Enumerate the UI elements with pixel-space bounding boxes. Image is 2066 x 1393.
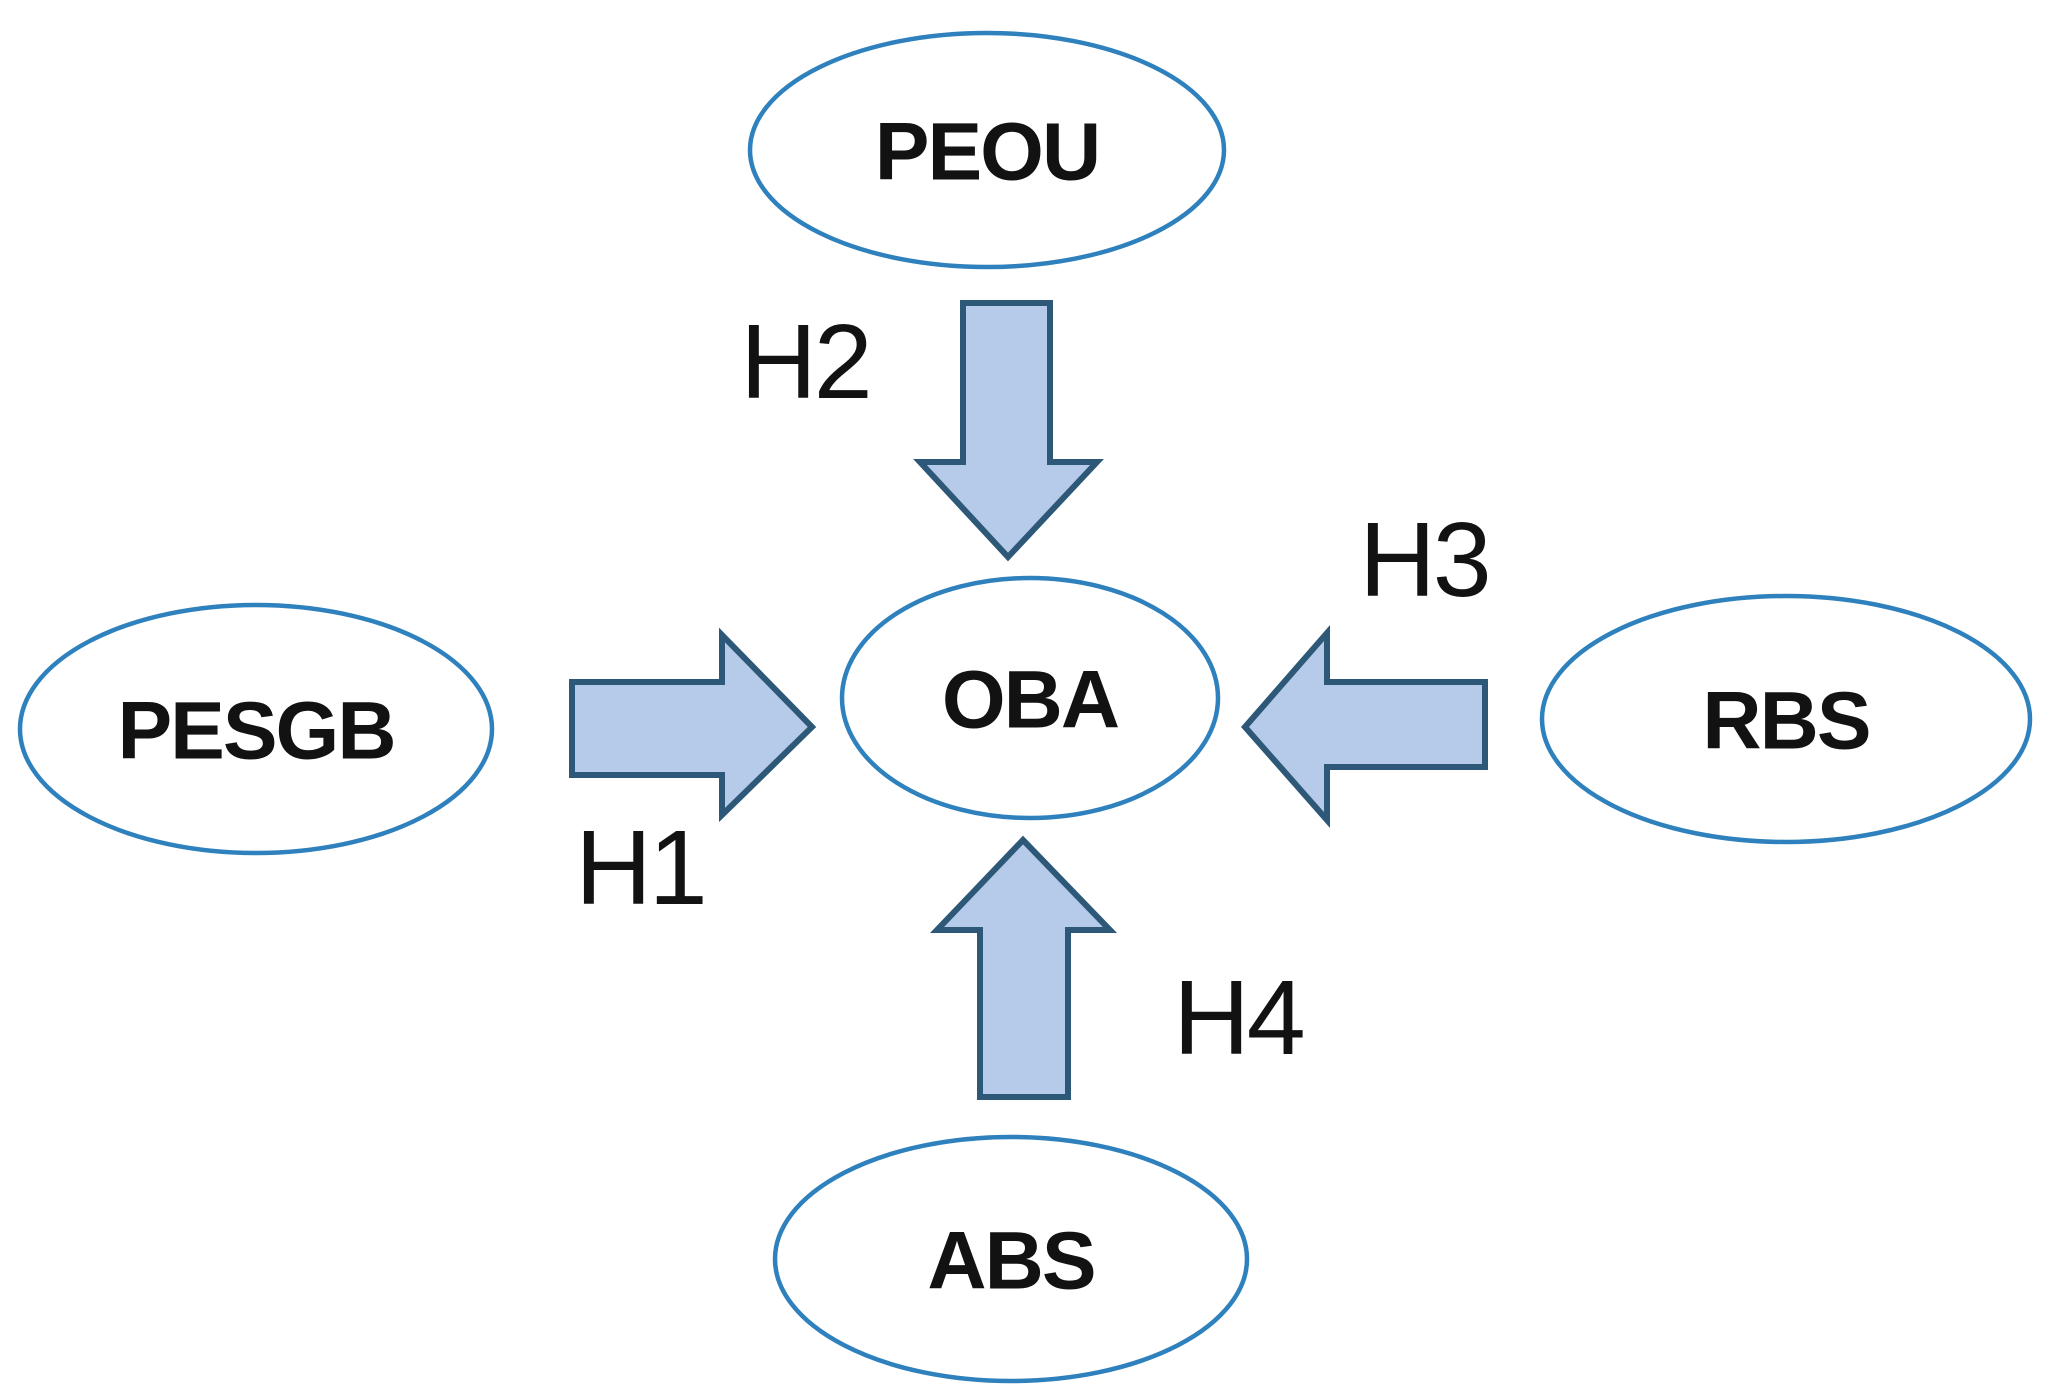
node-peou-ellipse [747,30,1227,270]
node-oba-ellipse [839,575,1221,821]
node-pesgb: PESGB [17,602,495,856]
node-peou: PEOU [747,30,1227,270]
node-pesgb-ellipse [17,602,495,856]
node-rbs-label: RBS [1702,676,1869,767]
node-oba-label: OBA [942,655,1119,746]
hypothesis-label-h4: H4 [1173,959,1303,1077]
node-peou-label: PEOU [875,107,1099,198]
arrow-h4-abs-to-oba [929,835,1118,1100]
hypothesis-label-h3: H3 [1359,501,1489,619]
arrow-h2-peou-to-oba [913,300,1104,562]
arrow-h1-pesgb-to-oba [569,627,817,823]
node-abs: ABS [772,1134,1250,1384]
node-pesgb-label: PESGB [117,686,394,777]
hypothesis-label-h2: H2 [740,303,870,421]
arrow-h3-rbs-to-oba [1241,624,1488,828]
node-abs-label: ABS [927,1216,1094,1307]
node-oba: OBA [839,575,1221,821]
node-abs-ellipse [772,1134,1250,1384]
node-rbs-ellipse [1539,593,2033,845]
node-rbs: RBS [1539,593,2033,845]
hypothesis-label-h1: H1 [575,809,705,927]
